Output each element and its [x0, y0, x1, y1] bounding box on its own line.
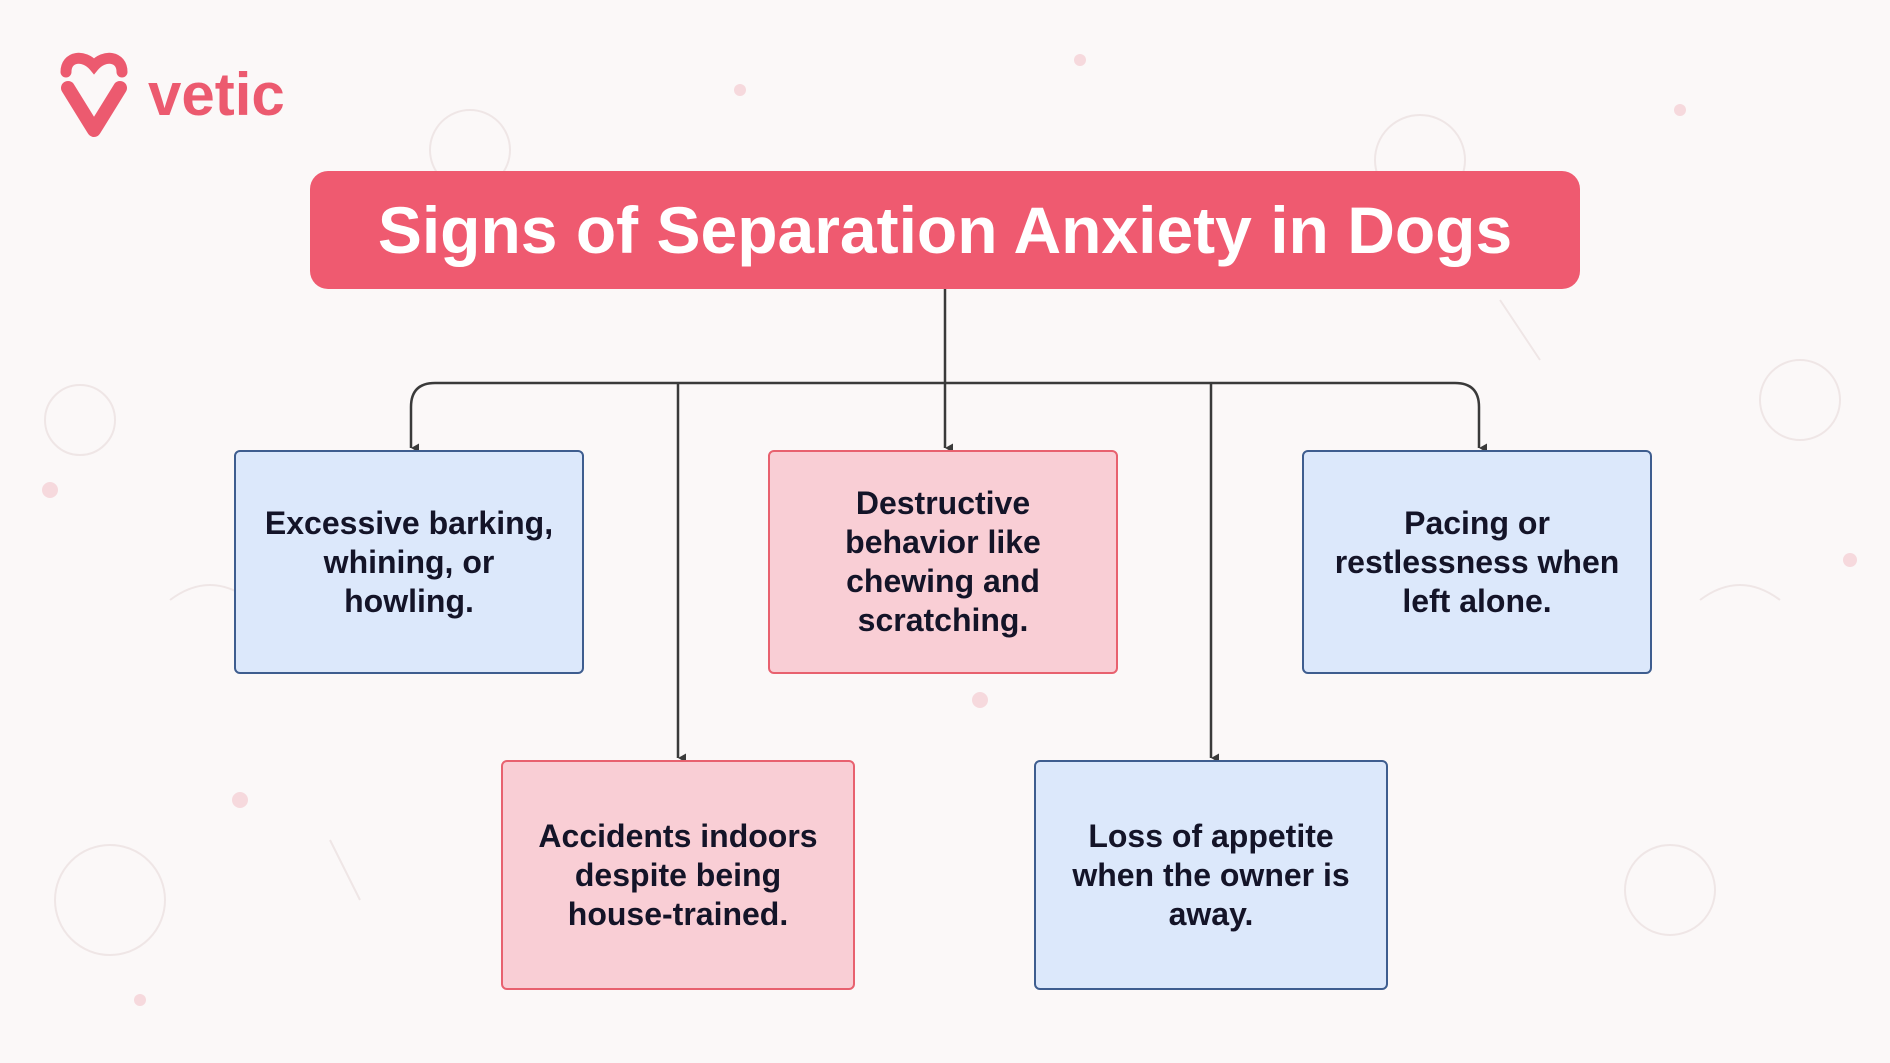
diagram-title: Signs of Separation Anxiety in Dogs [310, 171, 1580, 289]
sign-box-destructive-behavior: Destructive behavior like chewing and sc… [768, 450, 1118, 674]
brand-name: vetic [148, 60, 285, 128]
sign-box-pacing: Pacing or restlessness when left alone. [1302, 450, 1652, 674]
heart-v-logo-icon [60, 52, 128, 137]
connector-1 [409, 381, 436, 448]
sign-box-loss-of-appetite: Loss of appetite when the owner is away. [1034, 760, 1388, 990]
brand-logo: vetic [58, 50, 285, 138]
connector-3 [1454, 381, 1479, 448]
sign-box-accidents-indoors: Accidents indoors despite being house-tr… [501, 760, 855, 990]
sign-box-excessive-barking: Excessive barking, whining, or howling. [234, 450, 584, 674]
